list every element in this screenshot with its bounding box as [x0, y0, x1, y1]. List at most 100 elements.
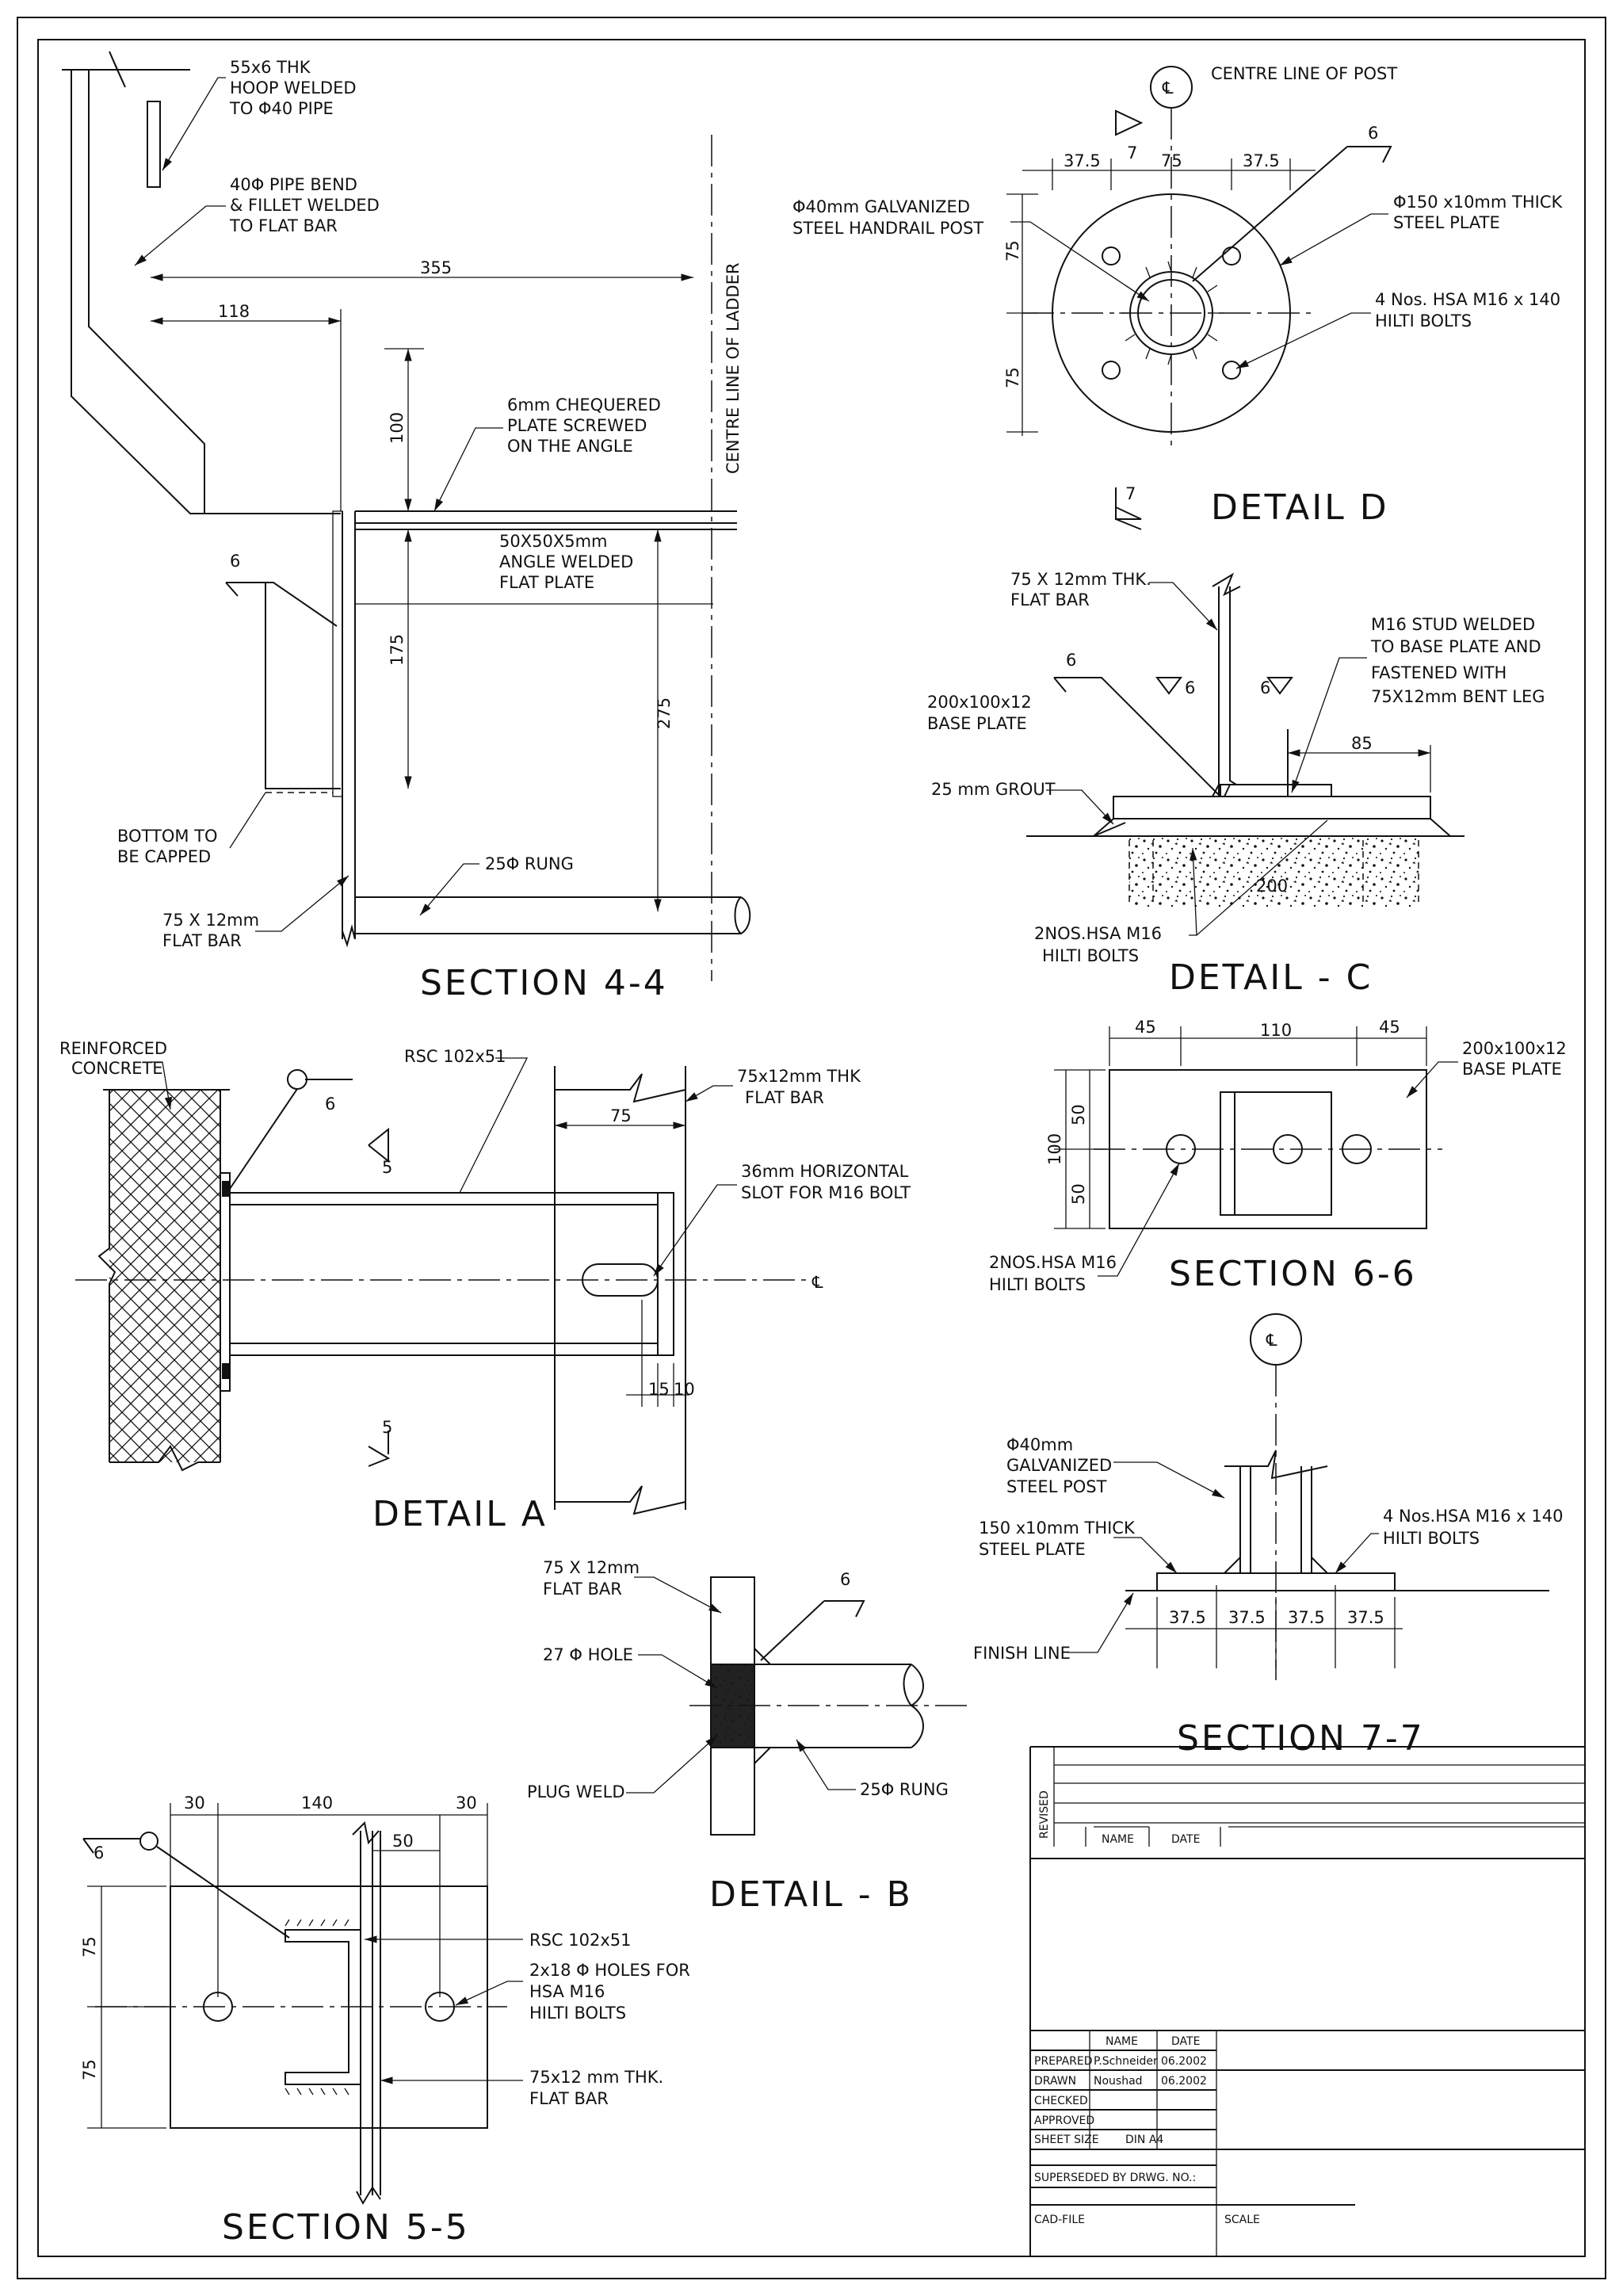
- slot-label-2: SLOT FOR M16 BOLT: [741, 1183, 911, 1202]
- tb-row-date: 06.2002: [1161, 2055, 1207, 2068]
- detail-a-flatbar-1: 75x12mm THK: [737, 1067, 861, 1086]
- dim-355: 355: [420, 258, 452, 277]
- section-6-6-title: SECTION 6-6: [1169, 1254, 1417, 1294]
- inner-border: [37, 39, 1586, 2257]
- flatbar-label-2: FLAT BAR: [162, 931, 242, 950]
- sec66-dim-2: 110: [1260, 1021, 1292, 1040]
- concrete-label-1: REINFORCED: [59, 1039, 167, 1058]
- tb-row-label: APPROVED: [1034, 2115, 1094, 2127]
- section-5-marker-bottom: 5: [382, 1418, 392, 1437]
- section-5-marker-top: 5: [382, 1158, 392, 1177]
- section-7-marker-bottom: 7: [1125, 484, 1136, 503]
- flatbar-label-1: 75 X 12mm: [162, 911, 259, 930]
- tb-row-approved: APPROVED: [1034, 2115, 1094, 2127]
- detail-d-vdim-1: 75: [1003, 240, 1022, 262]
- tb-cad-file: CAD-FILE: [1034, 2214, 1085, 2226]
- stud-label-1: M16 STUD WELDED: [1371, 615, 1535, 634]
- detail-a-rsc: RSC 102x51: [404, 1047, 506, 1066]
- section-7-7-title: SECTION 7-7: [1177, 1718, 1425, 1759]
- detail-a-title: DETAIL A: [372, 1494, 548, 1534]
- grout-label: 25 mm GROUT: [931, 780, 1056, 799]
- section-5-5-title: SECTION 5-5: [222, 2207, 470, 2248]
- detail-c-weld-mid-right: 6: [1260, 678, 1270, 697]
- tb-name-header: NAME: [1106, 2035, 1138, 2048]
- detail-d-weld-6: 6: [1368, 124, 1378, 143]
- sec55-holes-3: HILTI BOLTS: [529, 2004, 626, 2023]
- tb-row-label: DRAWN: [1034, 2075, 1076, 2088]
- stud-label-3: FASTENED WITH: [1371, 663, 1507, 682]
- detail-a-cl: ℄: [812, 1273, 823, 1292]
- sec66-vdim-total: 100: [1045, 1133, 1064, 1165]
- sec77-dim-2: 37.5: [1228, 1608, 1266, 1627]
- capped-label-2: BE CAPPED: [117, 847, 211, 866]
- detail-d-dim-1: 37.5: [1064, 151, 1101, 170]
- finish-line-label: FINISH LINE: [973, 1644, 1071, 1663]
- dim-275: 275: [655, 697, 674, 729]
- detail-d-title: DETAIL D: [1211, 487, 1389, 528]
- chequered-label-2: PLATE SCREWED: [507, 416, 647, 435]
- outer-border: [17, 17, 1606, 2279]
- tb-row-label: PREPARED: [1034, 2055, 1093, 2068]
- tb-scale: SCALE: [1224, 2214, 1260, 2226]
- post-label-2: STEEL HANDRAIL POST: [792, 219, 983, 238]
- detail-b: 6 75 X 12mm FLAT BAR 27 Φ HOLE PLUG WELD…: [527, 1558, 971, 1915]
- sec66-bolts-1: 2NOS.HSA M16: [989, 1253, 1117, 1272]
- detail-a-flatbar-2: FLAT BAR: [745, 1088, 824, 1107]
- sec55-weld: 6: [94, 1843, 104, 1862]
- tb-date-header: DATE: [1171, 2035, 1200, 2048]
- plug-weld-label: PLUG WELD: [527, 1782, 625, 1801]
- detail-c-weld-left: 6: [1066, 651, 1076, 670]
- sec66-vdim-2: 50: [1069, 1183, 1088, 1205]
- detail-a-dim-10: 10: [674, 1380, 695, 1399]
- angle-label-3: FLAT PLATE: [499, 573, 594, 592]
- chequered-label-1: 6mm CHEQUERED: [507, 395, 661, 415]
- tb-row-drawn: DRAWN Noushad 06.2002: [1034, 2075, 1207, 2088]
- tb-row-checked: CHECKED: [1034, 2095, 1088, 2107]
- section-5-5: 30 140 30 50 75 75 6 RSC 102x51 2x18 Φ H…: [80, 1794, 690, 2248]
- sec66-base-1: 200x100x12: [1462, 1039, 1567, 1058]
- sec66-bolts-2: HILTI BOLTS: [989, 1275, 1086, 1294]
- hoop-label-1: 55x6 THK: [230, 58, 311, 77]
- dim-100: 100: [388, 412, 407, 444]
- sec55-dim-50: 50: [392, 1832, 414, 1851]
- plate-label-2: STEEL PLATE: [1393, 213, 1500, 232]
- sec55-dim-2: 140: [301, 1794, 333, 1813]
- sec55-dim-3: 30: [456, 1794, 477, 1813]
- detail-b-weld: 6: [840, 1570, 850, 1589]
- sec55-holes-1: 2x18 Φ HOLES FOR: [529, 1961, 690, 1980]
- detail-a: ℄ REINFORCED CONCRETE RSC 102x51 6 5 5 7…: [59, 1039, 911, 1534]
- rung-label: 25Φ RUNG: [485, 854, 574, 873]
- detail-c-weld-mid-left: 6: [1185, 678, 1195, 697]
- tb-row-date: 06.2002: [1161, 2075, 1207, 2088]
- centreline-of-ladder-label: CENTRE LINE OF LADDER: [724, 262, 743, 474]
- detail-c-dim-200: 200: [1256, 877, 1288, 896]
- sec77-dim-3: 37.5: [1288, 1608, 1325, 1627]
- sec66-dim-1: 45: [1135, 1018, 1156, 1037]
- concrete-label-2: CONCRETE: [71, 1059, 163, 1078]
- detail-b-flatbar-1: 75 X 12mm: [543, 1558, 640, 1577]
- dim-118: 118: [218, 302, 250, 321]
- sec77-post-1: Φ40mm: [1006, 1435, 1073, 1454]
- sec77-bolts-2: HILTI BOLTS: [1383, 1529, 1480, 1548]
- tb-row-label: CHECKED: [1034, 2095, 1088, 2107]
- detail-d-dim-3: 37.5: [1243, 151, 1280, 170]
- section-7-marker: 7: [1127, 143, 1137, 162]
- sec55-vdim-2: 75: [80, 2059, 99, 2080]
- sec77-dim-1: 37.5: [1169, 1608, 1206, 1627]
- tb-superseded: SUPERSEDED BY DRWG. NO.:: [1034, 2172, 1196, 2184]
- sec77-plate-1: 150 x10mm THICK: [979, 1519, 1136, 1538]
- tb-sheet-size-label: SHEET SIZE: [1034, 2134, 1099, 2146]
- detail-a-weld: 6: [325, 1095, 335, 1114]
- slot-label-1: 36mm HORIZONTAL: [741, 1162, 909, 1181]
- detail-c-flatbar-2: FLAT BAR: [1010, 590, 1090, 609]
- sec77-bolts-1: 4 Nos.HSA M16 x 140: [1383, 1507, 1563, 1526]
- sec77-post-2: GALVANIZED: [1006, 1456, 1112, 1475]
- tb-row-prepared: PREPARED P.Schneider 06.2002: [1034, 2055, 1207, 2068]
- rev-name-header: NAME: [1102, 1833, 1134, 1846]
- detail-b-rung: 25Φ RUNG: [860, 1780, 949, 1799]
- detail-c-dim-85: 85: [1351, 734, 1373, 753]
- sec77-dim-4: 37.5: [1347, 1608, 1384, 1627]
- sec55-flatbar-1: 75x12 mm THK.: [529, 2068, 663, 2087]
- tb-row-name: P.Schneider: [1094, 2055, 1158, 2068]
